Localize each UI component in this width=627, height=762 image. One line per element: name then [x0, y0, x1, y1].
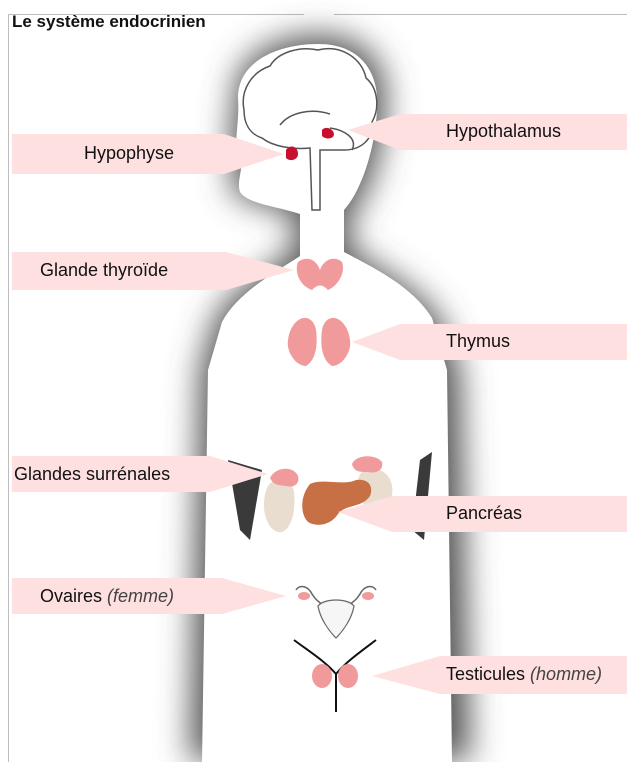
label-ovaires-text: Ovaires	[40, 586, 102, 606]
page-title: Le système endocrinien	[12, 12, 206, 32]
hypophyse-gland	[286, 147, 298, 161]
label-hypophyse: Hypophyse	[84, 143, 174, 164]
label-ovaires-note: (femme)	[107, 586, 174, 606]
label-surrenales: Glandes surrénales	[14, 464, 170, 485]
label-ovaires: Ovaires (femme)	[40, 586, 174, 607]
label-testicules-note: (homme)	[530, 664, 602, 684]
label-testicules: Testicules (homme)	[446, 664, 602, 685]
label-thyroide: Glande thyroïde	[40, 260, 168, 281]
label-hypothalamus: Hypothalamus	[446, 121, 561, 142]
label-pancreas: Pancréas	[446, 503, 522, 524]
label-testicules-text: Testicules	[446, 664, 525, 684]
label-thymus: Thymus	[446, 331, 510, 352]
